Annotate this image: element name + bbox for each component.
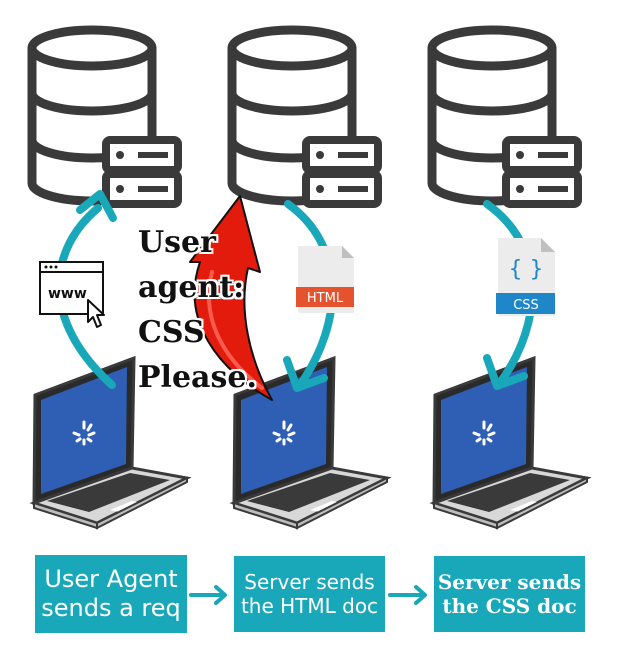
server-icon	[232, 30, 378, 204]
step3-caption-text: Server sends the CSS doc	[437, 570, 582, 618]
css-braces-icon: { }	[509, 257, 544, 282]
step3-caption: Server sends the CSS doc	[434, 556, 585, 632]
step1-caption-text: User Agent sends a req	[41, 565, 181, 622]
red-request-arrow	[189, 195, 273, 401]
step2-caption: Server sends the HTML doc	[234, 556, 385, 632]
step-arrow	[388, 585, 427, 605]
css-file-label: CSS	[513, 298, 539, 313]
step2-caption-text: Server sends the HTML doc	[240, 570, 379, 618]
html-file-label: HTML	[307, 291, 344, 306]
step1-caption: User Agent sends a req	[35, 555, 187, 633]
html-file-icon: HTML	[296, 246, 354, 313]
cursor-icon	[87, 299, 105, 328]
server-icon	[32, 30, 178, 204]
css-file-icon: { } CSS	[496, 238, 555, 316]
server-icon	[432, 30, 578, 204]
css-request-label: User agent: CSS Please.	[138, 225, 257, 395]
step-arrow	[189, 585, 227, 605]
browser-url-label: www	[48, 286, 87, 302]
